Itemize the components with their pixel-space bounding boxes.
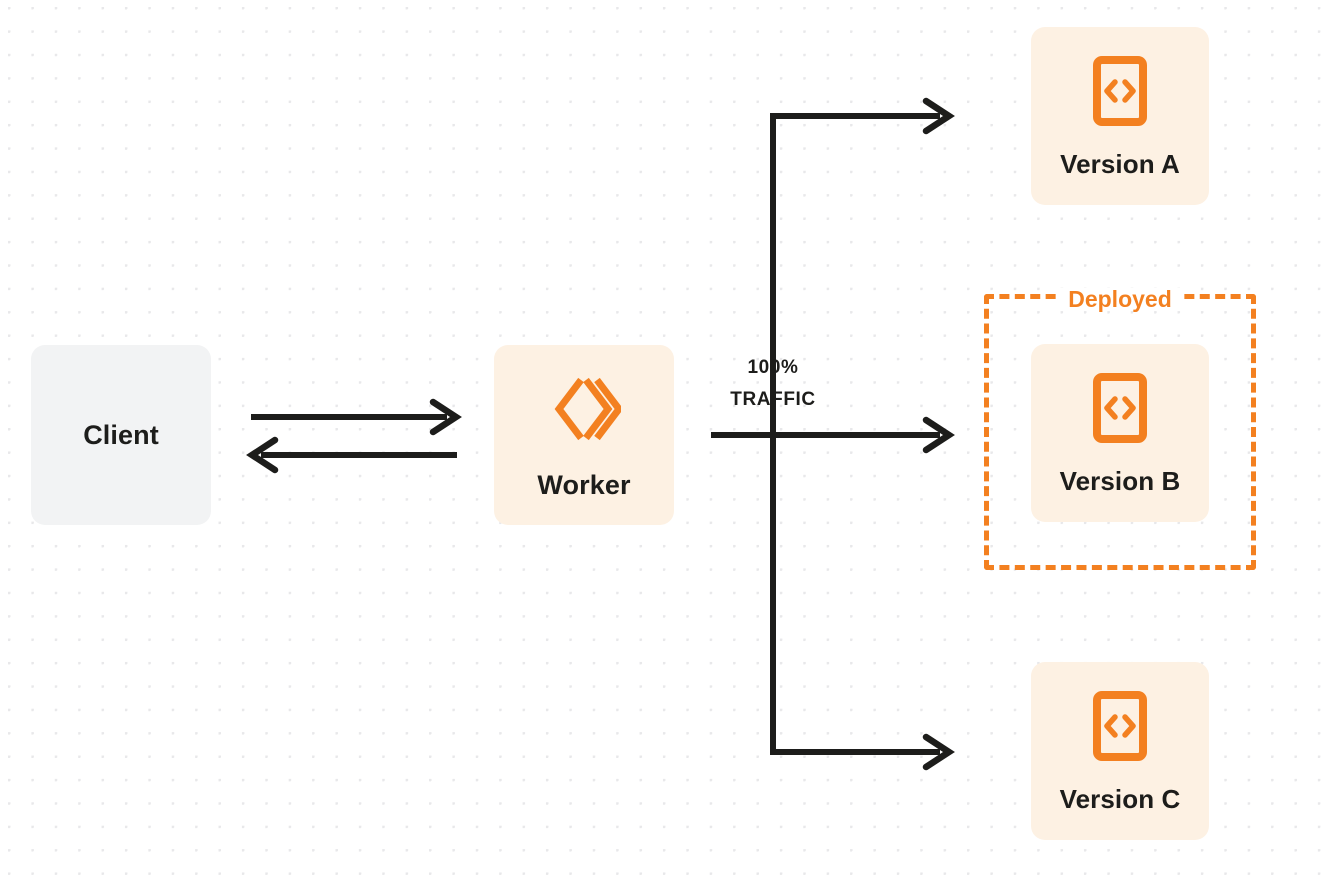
node-client[interactable]: Client <box>31 345 211 525</box>
edge-worker-to-client <box>246 436 457 474</box>
node-worker-label: Worker <box>537 469 631 500</box>
node-worker[interactable]: Worker <box>494 345 674 525</box>
cloudflare-workers-logo-icon <box>547 372 624 446</box>
traffic-percent: 100% <box>747 357 799 378</box>
node-version-a-label: Version A <box>1060 149 1180 179</box>
traffic-label: 100% TRAFFIC <box>686 352 861 417</box>
code-file-icon <box>1092 372 1148 444</box>
edge-worker-to-version-c <box>770 733 955 771</box>
node-client-label: Client <box>83 419 159 450</box>
edge-worker-to-version-b <box>773 416 955 454</box>
node-version-b[interactable]: Version B <box>1031 344 1209 522</box>
traffic-word: TRAFFIC <box>730 389 816 411</box>
edge-client-to-worker <box>251 398 462 436</box>
code-file-icon <box>1092 55 1148 127</box>
node-version-c-label: Version C <box>1059 784 1181 814</box>
node-version-b-label: Version B <box>1059 466 1181 496</box>
edge-worker-trunk <box>711 116 790 752</box>
node-version-a[interactable]: Version A <box>1031 27 1209 205</box>
code-file-icon <box>1092 690 1148 762</box>
edge-worker-to-version-a <box>770 97 955 135</box>
node-version-c[interactable]: Version C <box>1031 662 1209 840</box>
deployed-group-label: Deployed <box>1057 288 1183 311</box>
